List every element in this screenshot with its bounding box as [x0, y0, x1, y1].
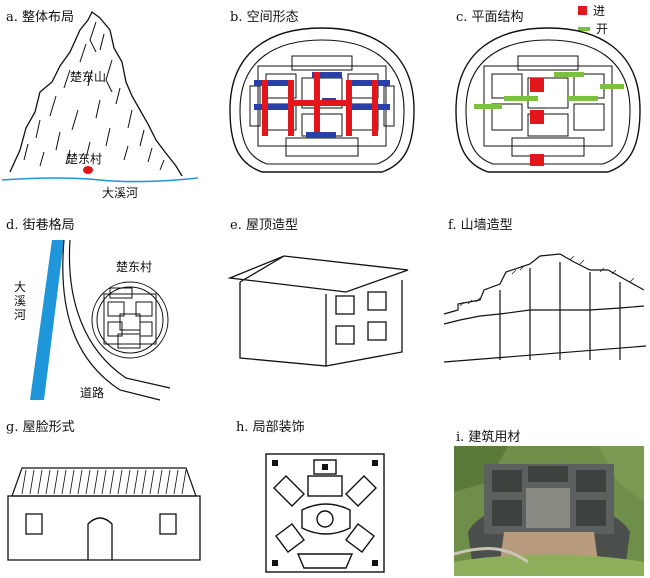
panel-f-title: f. 山墙造型	[448, 218, 513, 233]
panel-b-spatial-form: b. 空间形态	[222, 0, 422, 205]
panel-b-title: b. 空间形态	[230, 10, 299, 25]
road-label: 道路	[80, 386, 105, 400]
facade-sketch	[7, 467, 201, 561]
panel-g-title: g. 屋脸形式	[6, 420, 75, 435]
panel-e-title: e. 屋顶造型	[230, 218, 298, 233]
decoration-pattern	[265, 453, 385, 573]
panel-h-title: h. 局部装饰	[236, 420, 305, 435]
legend-label-jin: 进	[593, 4, 606, 18]
legend-swatch-red	[578, 6, 587, 15]
spatial-form-plan	[229, 27, 415, 173]
aerial-photo	[453, 446, 644, 576]
legend-label-kai: 开	[596, 22, 609, 36]
panel-i-title: i. 建筑用材	[456, 430, 521, 445]
legend-swatch-green	[578, 26, 590, 31]
panel-i-building-materials: i. 建筑用材	[448, 412, 650, 578]
legend-item-jin: 进	[578, 2, 605, 19]
street-layout-map	[30, 239, 171, 401]
legend-item-kai: 开	[578, 20, 608, 37]
plan-structure	[455, 27, 641, 173]
panel-c-plan-structure: c. 平面结构 进 开	[448, 0, 648, 205]
panel-h-local-decoration: h. 局部装饰	[228, 412, 428, 578]
village-marker	[83, 166, 93, 174]
panel-f-gable-form: f. 山墙造型	[440, 210, 650, 410]
panel-a-overall-layout: a. 整体布局 楚东山 楚东村 大溪河	[0, 0, 200, 205]
panel-e-roof-form: e. 屋顶造型	[222, 210, 422, 410]
panel-c-title: c. 平面结构	[456, 10, 524, 25]
house-roof-sketch	[227, 255, 409, 367]
river-label: 大溪河	[102, 186, 139, 200]
gable-wall-sketch	[443, 253, 647, 363]
village-label: 楚东村	[66, 152, 103, 166]
panel-d-street-layout: d. 街巷格局 楚东村 大 溪 河 道路	[0, 210, 200, 410]
mountain-sketch	[1, 11, 199, 183]
river-band	[30, 240, 64, 400]
panel-a-title: a. 整体布局	[6, 10, 75, 25]
panel-d-title: d. 街巷格局	[6, 218, 75, 233]
village-label-d: 楚东村	[116, 260, 153, 274]
mountain-label: 楚东山	[70, 70, 107, 84]
river-label-d: 大 溪 河	[14, 280, 27, 322]
panel-g-facade-form: g. 屋脸形式	[0, 412, 210, 578]
